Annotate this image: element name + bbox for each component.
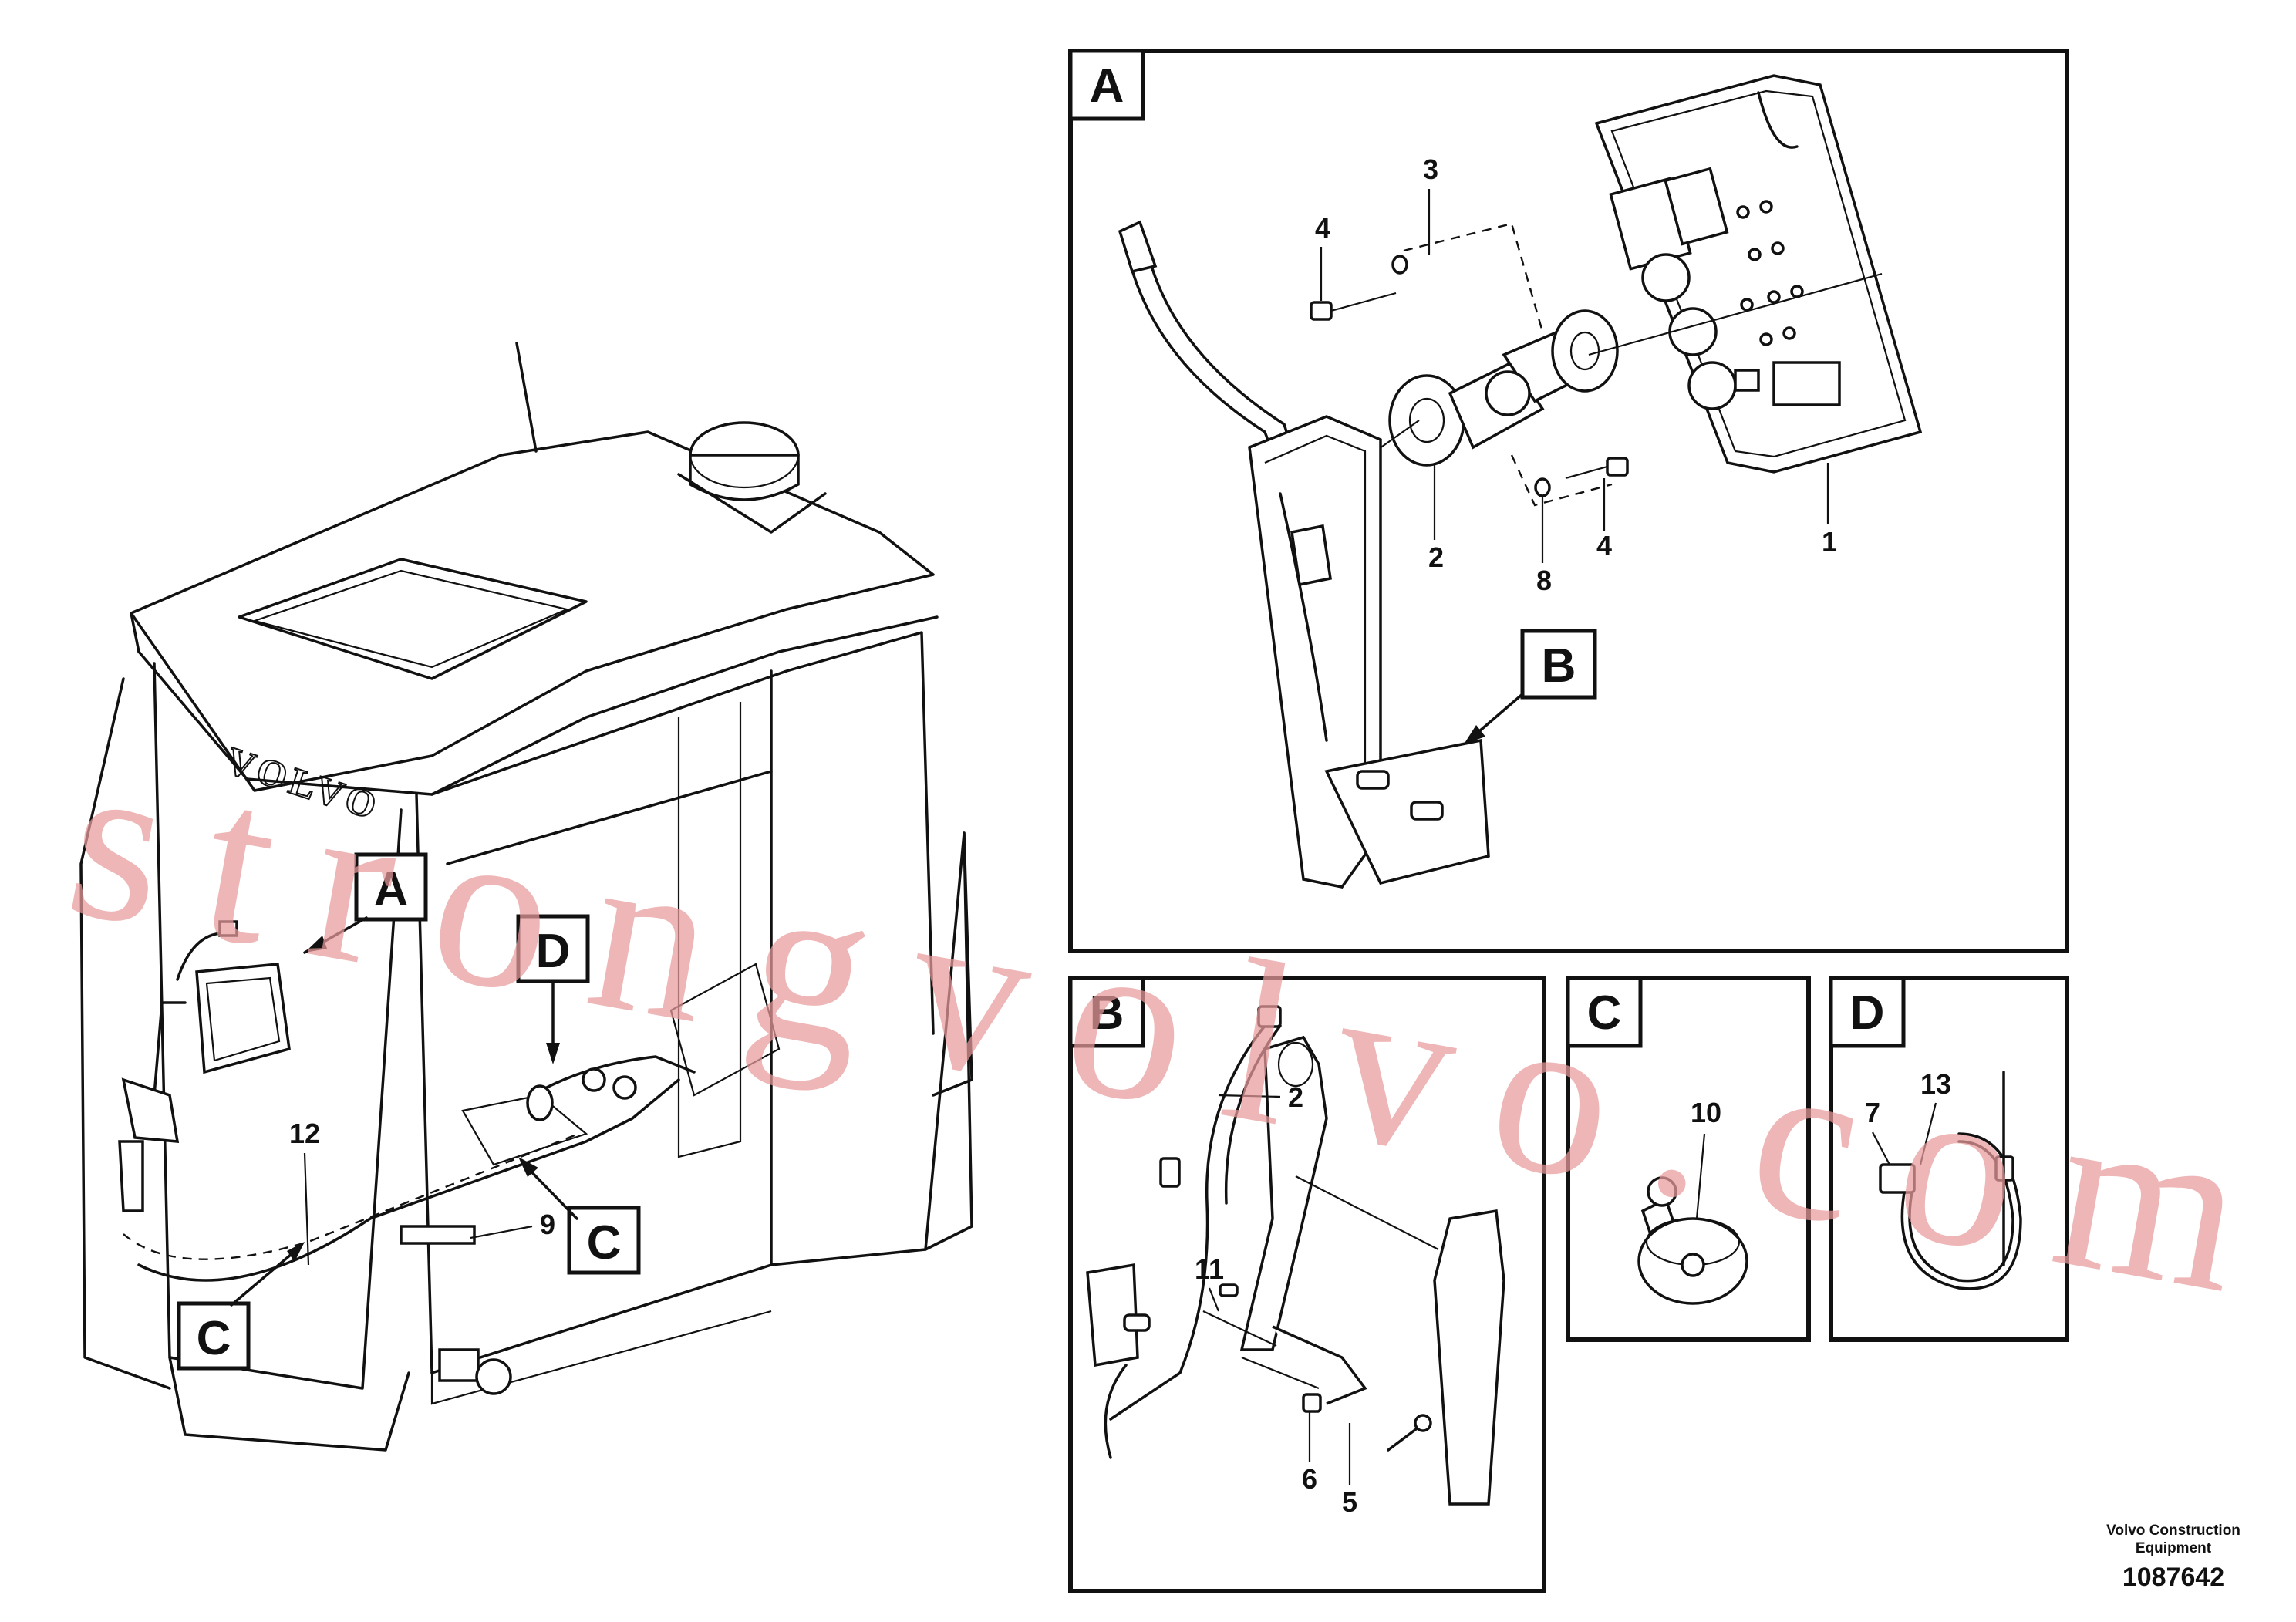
cab-label-d-box — [516, 914, 590, 983]
panel-a-label: A — [1090, 59, 1124, 113]
panel-b-label: B — [1090, 986, 1124, 1040]
company-line-2: Equipment — [2136, 1540, 2212, 1556]
callout-10: 10 — [1691, 1097, 1721, 1128]
cab-label-d: D — [536, 925, 571, 978]
panel-c-label: C — [1587, 986, 1622, 1040]
cab-callouts: A D C C 12 9 — [177, 852, 641, 1371]
callout-4-bottom: 4 — [1596, 530, 1612, 561]
cab-label-a-box — [354, 852, 428, 922]
detail-panel-d: D 13 7 — [1829, 976, 2069, 1342]
cab-label-a: A — [374, 863, 409, 916]
cab-label-c1-box — [567, 1206, 641, 1275]
cab-display-icon — [118, 920, 291, 1212]
gps-receiver-icon — [689, 421, 800, 501]
cab-label-c1: C — [587, 1216, 622, 1270]
detail-panel-a: A — [1068, 49, 2069, 953]
panel-d-label: D — [1850, 986, 1885, 1040]
callout-2-b: 2 — [1288, 1081, 1303, 1113]
callout-3: 3 — [1423, 153, 1438, 185]
callout-13: 13 — [1920, 1068, 1951, 1100]
callout-8: 8 — [1536, 565, 1552, 596]
cab-label-c2-box — [177, 1301, 251, 1371]
panel-a-ref-b-label: B — [1542, 639, 1576, 693]
drawing-number: 1087642 — [2122, 1563, 2224, 1592]
callout-2-a: 2 — [1428, 541, 1444, 573]
callout-12: 12 — [289, 1118, 320, 1149]
callout-6: 6 — [1302, 1463, 1317, 1495]
cab-label-c2: C — [197, 1312, 231, 1365]
watermark-text: strongvolvo.com — [53, 707, 2262, 1341]
callout-11: 11 — [1195, 1253, 1224, 1285]
company-line-1: Volvo Construction — [2106, 1523, 2240, 1539]
display-unit-icon — [1594, 74, 1923, 474]
callout-1: 1 — [1822, 526, 1837, 558]
detail-panel-c: C 10 — [1566, 976, 1811, 1342]
ram-mount-icon — [1388, 309, 1619, 467]
callout-5: 5 — [1342, 1486, 1357, 1518]
callout-4-top: 4 — [1315, 212, 1330, 244]
harness-bracket-icon — [1118, 220, 1490, 889]
cable-tie-icon — [1879, 1071, 2022, 1290]
bolt-icon — [1310, 255, 1629, 497]
callout-7: 7 — [1865, 1097, 1880, 1128]
detail-panel-b: B 2 11 6 5 — [1068, 976, 1546, 1593]
push-clip-icon — [1637, 1176, 1748, 1305]
title-block: Volvo Construction Equipment 1087642 — [2106, 1523, 2240, 1592]
callout-9: 9 — [540, 1209, 555, 1240]
